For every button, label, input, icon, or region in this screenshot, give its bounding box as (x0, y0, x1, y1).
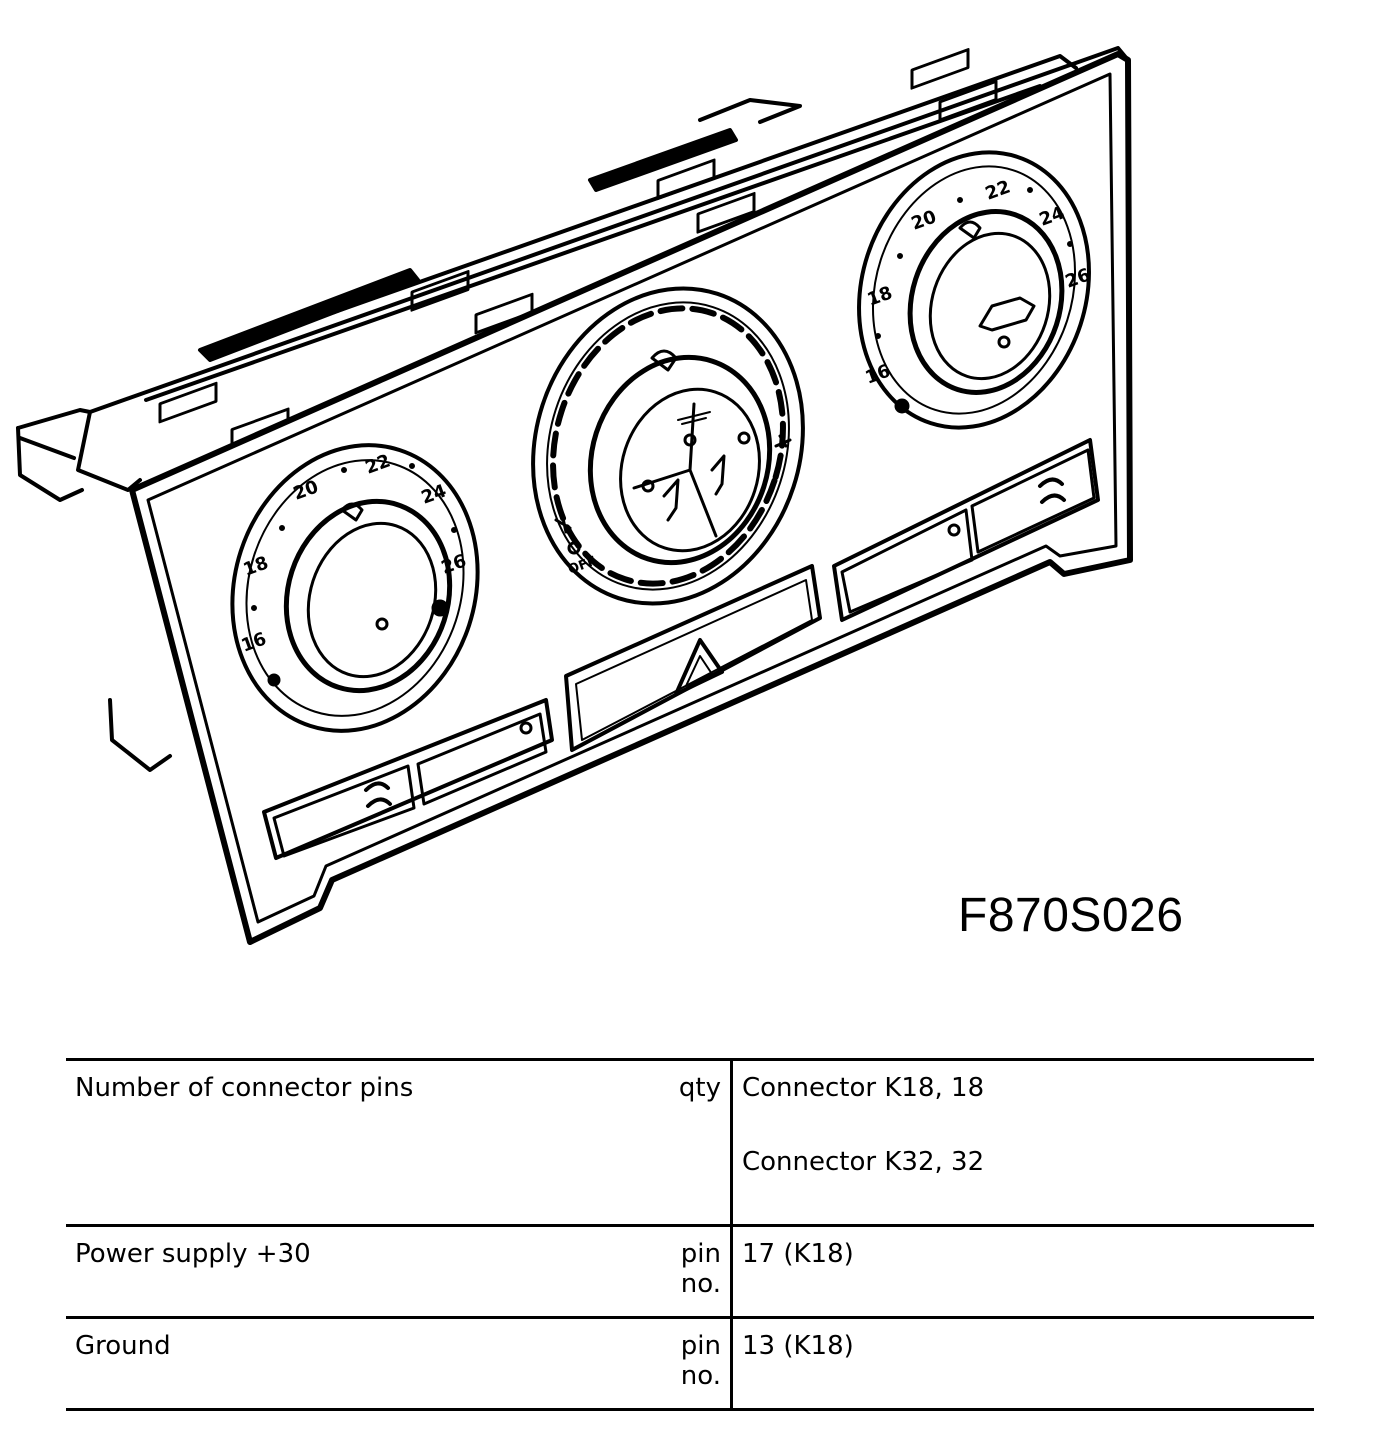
row-label: Power supply +30 (75, 1239, 311, 1269)
center-fan-dial: OFF (531, 286, 805, 606)
hazard-warning-icon (674, 638, 724, 696)
table-row: Ground pin no. 13 (K18) (66, 1317, 1314, 1410)
table-row: Number of connector pins qty Connector K… (66, 1059, 1314, 1226)
row-value: Connector K18, 18 (742, 1073, 985, 1103)
row-unit: pin no. (680, 1239, 721, 1299)
row-value: 13 (K18) (742, 1331, 854, 1361)
row-label: Ground (75, 1331, 171, 1361)
row-values: 13 (K18) (730, 1317, 1314, 1410)
row-label: Number of connector pins (75, 1073, 414, 1103)
row-value: 17 (K18) (742, 1239, 854, 1269)
row-unit: qty (678, 1073, 721, 1103)
row-value: Connector K32, 32 (742, 1147, 985, 1177)
row-values: Connector K18, 18 Connector K32, 32 (730, 1059, 1314, 1226)
climate-control-panel-illustration: 16 18 20 22 24 26 OFF (16, 46, 1133, 945)
spec-table: Number of connector pins qty Connector K… (66, 1058, 1314, 1411)
table-row: Power supply +30 pin no. 17 (K18) (66, 1225, 1314, 1318)
row-values: 17 (K18) (730, 1225, 1314, 1318)
figure-code: F870S026 (958, 889, 1184, 942)
panel-housing (16, 46, 1130, 772)
faceplate (129, 51, 1133, 945)
left-temperature-dial: 16 18 20 22 24 26 (230, 443, 480, 733)
row-unit: pin no. (680, 1331, 721, 1391)
push-buttons (262, 438, 1100, 860)
